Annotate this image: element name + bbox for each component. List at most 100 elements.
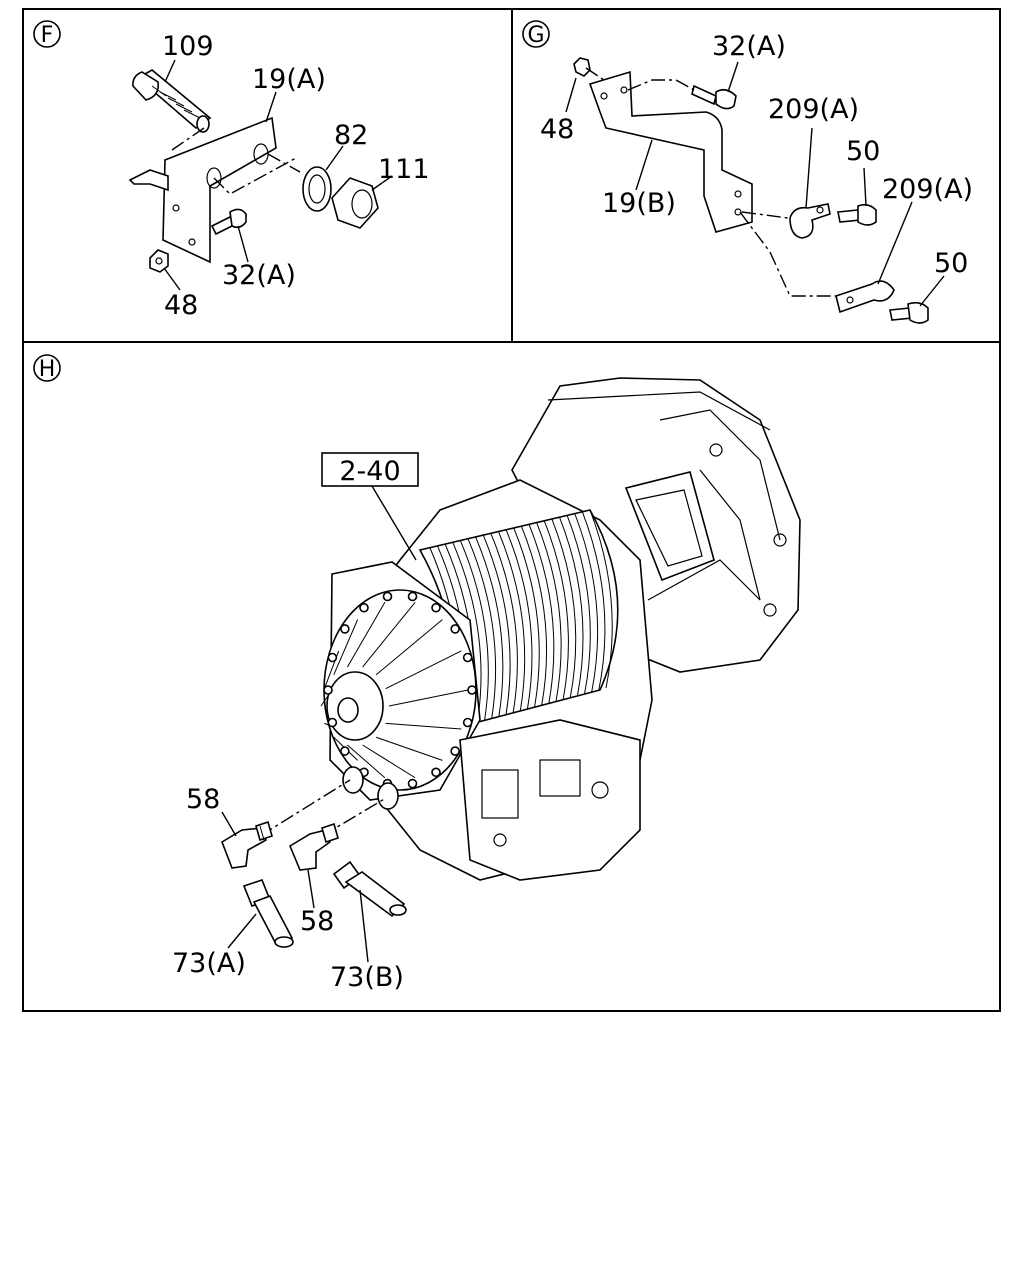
leader-32a-g [727,61,739,93]
dashed-bracket-to-clip-2 [739,211,836,297]
label-32a-g: 32(A) [712,31,786,62]
cooler-fin [513,527,540,708]
cooler-fin [566,515,591,694]
leader-19b [635,139,653,191]
dashed-109-to-bracket [171,127,205,151]
leader-82 [325,145,344,171]
panel-h: H [33,354,801,993]
leader-209a-1 [805,127,813,209]
label-2-40-box [321,452,419,487]
dashed-washer [267,153,301,173]
flange-bolt [431,767,441,778]
leader-109 [164,59,176,83]
label-73a: 73(A) [172,948,246,979]
cooler-fin [498,531,526,711]
lower-valve-body [459,719,641,881]
cooler-fin [520,526,548,706]
part-111-nut [331,177,379,229]
flange-bolt [323,685,333,695]
leader-73b [359,889,369,963]
label-209a-2: 209(A) [882,174,973,205]
label-2-40: 2-40 [339,456,400,487]
flange-bolt [431,602,441,613]
leader-50-2 [919,275,945,307]
panel-f-marker: F [41,23,54,48]
part-32a-bolt-g [691,84,737,110]
part-109-switch [132,69,212,133]
cooler-fin [467,538,497,719]
label-109: 109 [162,31,214,62]
leader-58-1 [221,811,237,837]
rear-rib [347,602,386,668]
rear-rib [362,744,416,779]
label-50-2: 50 [934,248,968,279]
rear-rib [362,601,416,668]
panel-g-marker-circle [522,20,550,48]
part-58-elbow-1 [221,820,273,869]
part-209a-clip-2 [835,280,895,314]
cooler-fin [460,540,489,721]
leader-2-40 [371,485,417,561]
port-1 [342,766,364,794]
part-50-bolt-1 [837,203,877,226]
cooler-fin [482,535,511,715]
rear-rib [376,736,443,761]
flange-bolts [323,591,477,789]
label-58-1: 58 [186,784,220,815]
part-73a-hose [242,879,294,948]
panel-g-marker: G [527,23,544,48]
flange-bolt [450,746,460,756]
panel-g: G 19(B) 48 32(A) [522,20,973,324]
label-50-1: 50 [846,136,880,167]
control-module-plate [624,471,715,582]
label-82: 82 [334,120,368,151]
cooler-fin [551,518,577,698]
flange-bolt [327,717,338,728]
cooler-fin [528,524,555,704]
cooler-fin [559,517,584,696]
flange-bolt [359,602,369,613]
label-111: 111 [378,154,430,185]
flange-bolt [340,624,350,634]
leader-32a [237,225,249,263]
label-19a: 19(A) [252,64,326,95]
cooler-fin [581,511,606,691]
flange-bolt [340,746,350,756]
label-32a: 32(A) [222,260,296,291]
part-82-lock-washer [302,166,332,212]
label-73b: 73(B) [330,962,404,993]
part-19a-bracket [128,116,277,264]
cooler-fin [589,509,613,689]
leader-73a [227,913,257,949]
label-48-g: 48 [540,114,574,145]
panel-h-marker-circle [33,354,61,382]
leader-111 [371,175,393,191]
part-48-nut-g [573,57,591,77]
cooler-fin [505,529,533,710]
rear-rib [333,619,359,675]
cooler-fin [490,533,518,713]
dashed-bracket-to-washer [213,157,297,195]
dashed-bracket-to-clip-1 [741,211,789,219]
cooler-fin [574,513,599,692]
flange-bolt [462,717,473,728]
label-48: 48 [164,290,198,321]
dashed-port-to-58-1 [259,779,351,837]
leader-19a [265,91,277,123]
cooler-fin [475,536,504,717]
rear-rib [385,722,462,730]
leader-48-g [565,77,577,113]
rear-rib [375,619,443,676]
flange-bolt [462,652,473,663]
label-209a-1: 209(A) [768,94,859,125]
dashed-nut-to-bracket [585,67,605,81]
panel-h-marker: H [39,357,56,382]
cooler-fin [536,522,562,702]
port-2 [377,782,399,810]
leader-209a-2 [877,201,913,285]
part-58-elbow-2 [288,822,339,871]
panel-f: F 109 19(A) [33,20,430,321]
cooler-fin [452,542,482,723]
part-32a-bolt [210,208,247,236]
